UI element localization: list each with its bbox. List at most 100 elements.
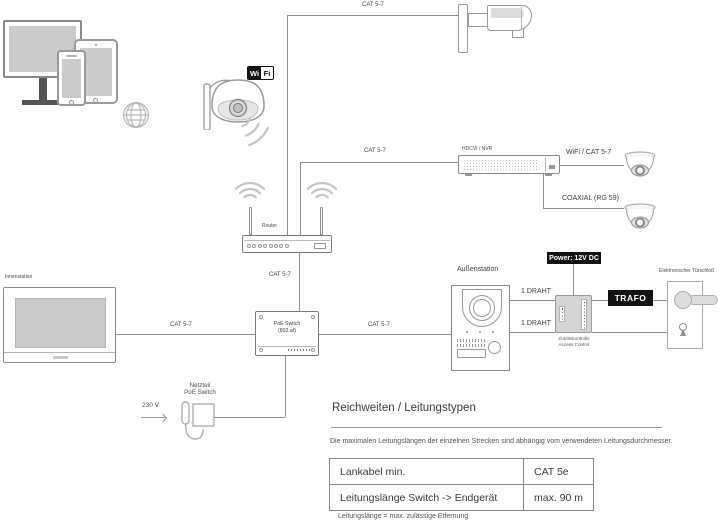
nvr-vent-grid: [463, 159, 539, 171]
voltage-label: 230 V: [142, 402, 159, 409]
cable-label-cat57-router-switch: CAT 5-7: [269, 272, 291, 278]
table-cell-value: max. 90 m: [534, 491, 584, 504]
cable-line: [299, 253, 300, 311]
cable-label-cat57-top: CAT 5-7: [362, 2, 384, 8]
phone-screen: [62, 59, 81, 98]
access-control-unit: [555, 295, 592, 333]
cable-label-cat57-nvr: CAT 5-7: [364, 148, 386, 154]
cable-line: [543, 173, 544, 208]
power-adapter-label-line1: Netzteil: [189, 382, 211, 389]
arrow-line: [141, 417, 166, 418]
nvr-foot: [545, 174, 552, 176]
power-adapter-label-line2: PoE Switch: [184, 389, 216, 396]
wifi-dome-camera: [203, 79, 265, 130]
poe-switch-label-line2: (802.af): [278, 327, 296, 334]
wifi-waves-icon: [241, 118, 269, 147]
cable-line: [287, 15, 458, 16]
cable-line: [285, 356, 286, 417]
monitor-base: [22, 100, 58, 105]
cable-line: [116, 334, 255, 335]
power-adapter-icon: [181, 401, 215, 440]
outdoor-station-camera-arch: [462, 289, 502, 327]
cable-line: [319, 334, 451, 335]
cable-line: [573, 264, 574, 295]
router-antenna-left: [249, 207, 252, 235]
dome-camera-coax: [624, 203, 656, 229]
wifi-waves-icon: [306, 182, 338, 199]
legend-footnote: Leitungslänge = max. zulässige Etfernung: [338, 513, 469, 520]
brand-logo: [53, 356, 68, 359]
wifi-badge: Wi Fi: [247, 66, 274, 80]
poe-switch-ports: [288, 349, 311, 351]
cable-line: [592, 300, 608, 301]
router-port-block: [314, 243, 326, 249]
cable-line: [214, 417, 285, 418]
cable-label-1draht-bottom: 1 DRAHT: [521, 320, 551, 327]
outdoor-station-name-plate: [457, 349, 486, 358]
cable-line: [300, 162, 301, 235]
table-cell-value: CAT 5e: [534, 465, 569, 478]
router-antenna-right: [320, 207, 323, 235]
legend-description: Die maximalen Leitungslängen der einzeln…: [330, 438, 673, 445]
outdoor-station-speaker-grille: [457, 344, 487, 347]
cable-line: [510, 332, 555, 333]
door-handle-lever: [688, 295, 718, 305]
smartphone: [57, 50, 86, 106]
access-control-terminal: [581, 299, 587, 330]
poe-switch: PoE Switch (802.af): [255, 311, 319, 356]
access-control-label-line1: Zutrittskontrolle: [558, 336, 590, 341]
table-cell-label: Leitungslänge Switch -> Endgerät: [330, 485, 524, 510]
cable-label-cat57-indoor: CAT 5-7: [170, 322, 192, 328]
power-badge: Power: 12V DC: [547, 252, 601, 264]
heading-underline: [331, 427, 662, 428]
indoor-station: [3, 287, 116, 363]
monitor-stand: [39, 78, 47, 101]
arrow-head-icon: [158, 413, 168, 422]
cable-label-cat57-outdoor: CAT 5-7: [368, 322, 390, 328]
globe-icon: [123, 102, 149, 128]
cable-line: [653, 300, 667, 301]
router-label: Router: [262, 223, 278, 229]
bullet-camera: [487, 5, 532, 31]
bullet-camera-wall-plate: [458, 4, 468, 53]
nvr-foot: [465, 174, 472, 176]
keyhole-wedge-icon: [680, 329, 686, 336]
wifi-badge-wi: Wi: [248, 67, 261, 79]
indoor-station-label: Innenstation: [5, 274, 33, 280]
outdoor-station-speaker-grille: [457, 339, 487, 342]
cable-line: [592, 332, 667, 333]
phone-home-button: [69, 100, 74, 105]
trafo-badge: TRAFO: [608, 290, 653, 306]
door-lock-label: Elektronischer Türschloß: [659, 268, 715, 274]
router-lid-line: [244, 240, 330, 241]
access-control-label-line2: Access Control: [558, 341, 590, 347]
nvr-button: [549, 165, 555, 169]
bullet-camera-lens-divider: [521, 7, 522, 30]
cable-line: [287, 15, 288, 235]
nvr-recorder: [458, 155, 560, 174]
cable-line: [300, 162, 458, 163]
wifi-waves-icon: [234, 182, 266, 199]
door-handle-rose: [674, 291, 692, 309]
dome-camera-wifi: [624, 151, 656, 177]
nvr-panel-divider: [545, 158, 546, 172]
nvr-label: HDCVI / NVR: [462, 146, 493, 152]
access-control-terminal: [559, 306, 565, 322]
cable-label-1draht-top: 1 DRAHT: [521, 288, 551, 295]
table-row: Lankabel min. CAT 5e: [330, 459, 593, 484]
poe-switch-panel-line: [258, 346, 316, 347]
cable-line: [560, 165, 624, 166]
poe-switch-label-line1: PoE Switch: [273, 321, 301, 327]
access-control-label: Zutrittskontrolle Access Control: [548, 336, 600, 347]
legend-table: Lankabel min. CAT 5e Leitungslänge Switc…: [329, 458, 594, 511]
router: [242, 235, 332, 253]
cable-line: [510, 300, 555, 301]
tablet-camera-dot: [95, 44, 97, 46]
indoor-station-screen: [15, 298, 106, 348]
legend-heading: Reichweiten / Leitungstypen: [332, 402, 476, 414]
outdoor-station-label: Außenstation: [457, 266, 499, 273]
cable-line: [543, 208, 624, 209]
power-adapter-label: Netzteil PoE Switch: [168, 382, 232, 396]
table-cell-label: Lankabel min.: [330, 459, 524, 484]
